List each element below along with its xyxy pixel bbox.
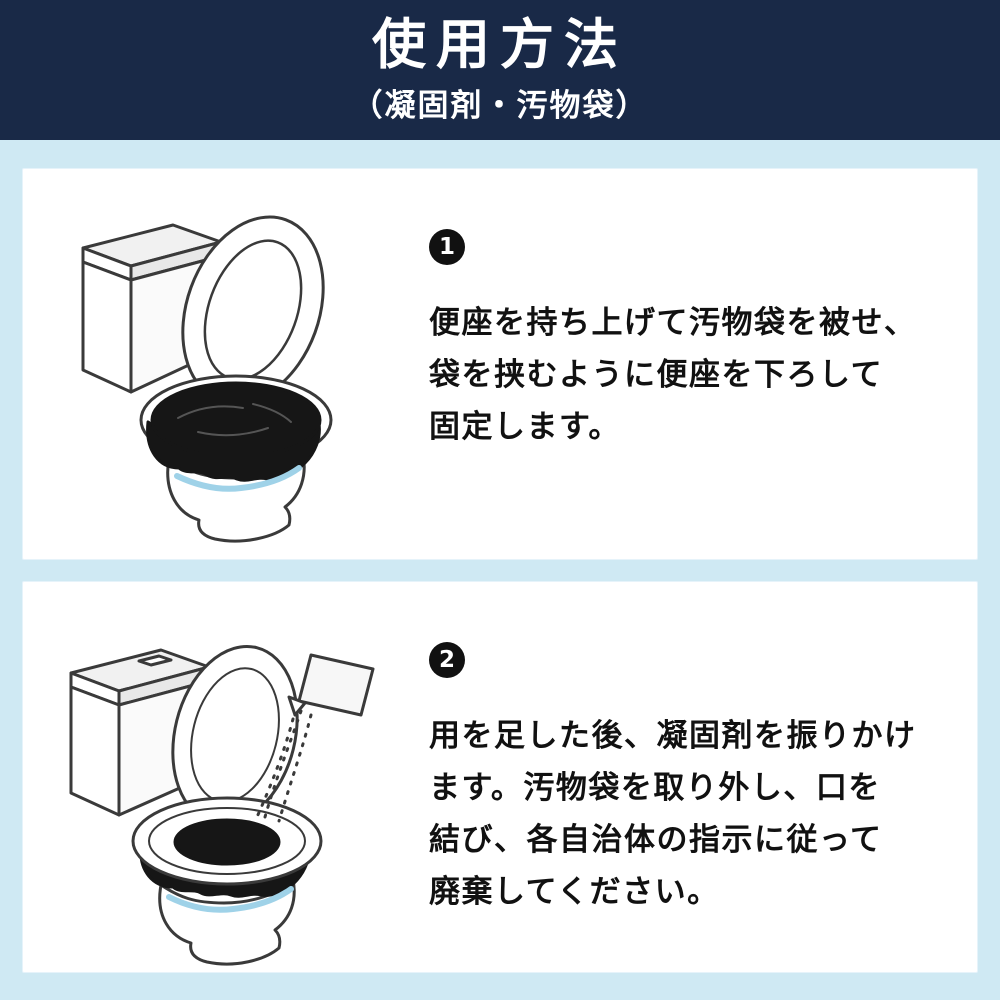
step2-illustration [23, 582, 423, 972]
instruction-body: 1 便座を持ち上げて汚物袋を被せ、 袋を挟むように便座を下ろして 固定します。 [0, 140, 1000, 973]
step1-text: 便座を持ち上げて汚物袋を被せ、 袋を挟むように便座を下ろして 固定します。 [429, 297, 957, 453]
step2-number-badge: 2 [429, 642, 465, 678]
toilet-illustration-step1 [81, 215, 333, 543]
toilet-seat-raised [181, 215, 325, 405]
waste-bag-opening [173, 818, 281, 866]
step1-text-line: 便座を持ち上げて汚物袋を被せ、 [429, 305, 917, 341]
step2-text: 用を足した後、凝固剤を振りかけ ます。汚物袋を取り外し、口を 結び、各自治体の指… [429, 710, 957, 918]
step2-text-line: ます。汚物袋を取り外し、口を [429, 770, 881, 806]
step-panel-1: 1 便座を持ち上げて汚物袋を被せ、 袋を挟むように便座を下ろして 固定します。 [22, 168, 978, 560]
step1-illustration [23, 169, 423, 559]
step2-text-line: 結び、各自治体の指示に従って [429, 822, 883, 858]
sprinkle-lines [255, 709, 313, 823]
step2-text-line: 用を足した後、凝固剤を振りかけ [429, 718, 917, 754]
step2-content: 2 用を足した後、凝固剤を振りかけ ます。汚物袋を取り外し、口を 結び、各自治体… [423, 582, 977, 972]
page-title: 使用方法 [372, 12, 628, 76]
step1-content: 1 便座を持ち上げて汚物袋を被せ、 袋を挟むように便座を下ろして 固定します。 [423, 169, 977, 559]
toilet-illustration-step2 [69, 644, 375, 966]
flush-button [137, 654, 173, 667]
toilet-seat-inner-line [148, 807, 306, 875]
water-accent-line [166, 886, 294, 913]
waste-bag-creases [177, 403, 292, 437]
page-subtitle: （凝固剤・汚物袋） [351, 88, 649, 125]
step2-text-line: 廃棄してください。 [429, 874, 720, 910]
water-accent-line [174, 465, 302, 492]
coagulant-packet [287, 653, 375, 717]
waste-bag [146, 381, 322, 482]
page-header: 使用方法 （凝固剤・汚物袋） [0, 0, 1000, 140]
step1-text-line: 固定します。 [429, 409, 621, 445]
step1-text-line: 袋を挟むように便座を下ろして [429, 357, 884, 393]
step1-number-badge: 1 [429, 229, 465, 265]
step-panel-2: 2 用を足した後、凝固剤を振りかけ ます。汚物袋を取り外し、口を 結び、各自治体… [22, 581, 978, 973]
